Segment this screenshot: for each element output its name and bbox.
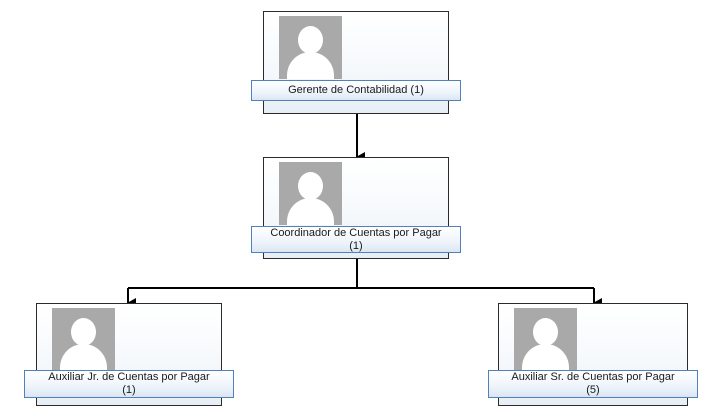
person-placeholder-icon [514,308,577,371]
node-title-gerente: Gerente de Contabilidad (1) [251,80,461,101]
node-title-auxiliar-sr: Auxiliar Sr. de Cuentas por Pagar (5) [488,370,698,398]
person-placeholder-icon [279,16,342,79]
node-card-gerente[interactable] [263,11,449,114]
node-title-auxiliar-jr: Auxiliar Jr. de Cuentas por Pagar (1) [24,370,234,398]
node-title-coordinador: Coordinador de Cuentas por Pagar (1) [251,226,461,253]
person-placeholder-icon [52,308,115,371]
person-placeholder-icon [279,162,342,225]
